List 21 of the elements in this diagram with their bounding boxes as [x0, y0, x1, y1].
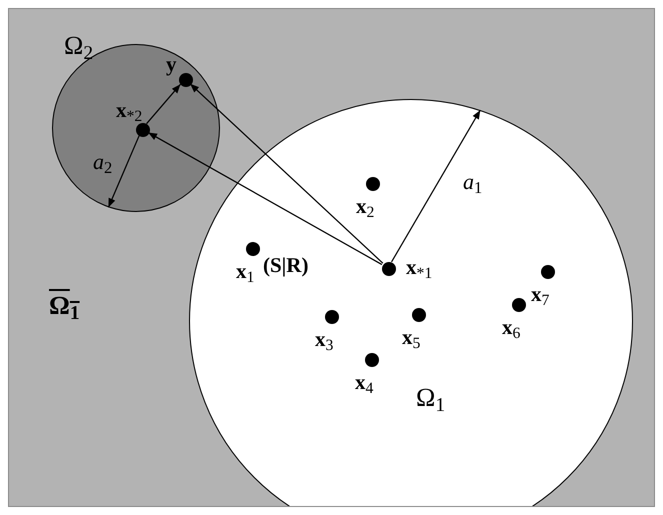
arrow — [391, 110, 481, 262]
point-label: x$_{*2}$ — [116, 100, 142, 121]
point-label: x$_{5}$ — [402, 327, 420, 348]
point-label: x$_{1}$ — [236, 261, 254, 282]
point-label: x$_{3}$ — [315, 329, 334, 350]
arrow — [190, 83, 384, 264]
point-label: y — [166, 54, 176, 75]
region-label: Ω$_{1}$ — [49, 293, 80, 319]
arrow — [146, 84, 181, 124]
edge-label: a$_{2}$ — [93, 151, 112, 173]
point-label: x$_{6}$ — [502, 317, 520, 338]
point-label: x$_{7}$ — [531, 284, 550, 305]
point-label: x$_{2}$ — [356, 196, 374, 217]
point-label: x$_{*1}$ — [406, 257, 432, 278]
region-label: (S|R) — [263, 255, 308, 276]
point-label: x$_{4}$ — [355, 372, 374, 393]
arrow — [148, 132, 382, 266]
region-label: Ω$_{2}$ — [64, 33, 94, 59]
region-label: Ω$_{1}$ — [416, 385, 446, 411]
arrow — [108, 135, 140, 208]
edge-label: a$_{1}$ — [463, 171, 482, 193]
